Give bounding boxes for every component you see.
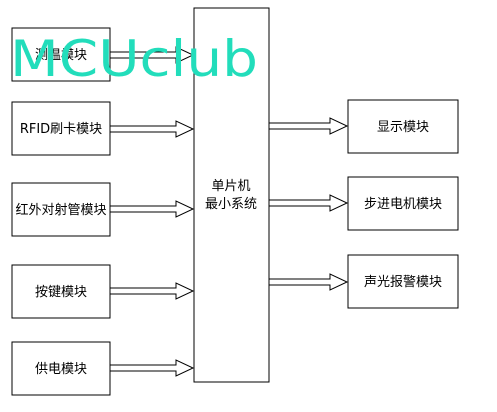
mcu-label-line1: 单片机 xyxy=(211,179,250,194)
input-module-rfid: RFID刷卡模块 xyxy=(11,101,111,156)
watermark-logo: MCUclub xyxy=(10,30,258,88)
arrow-temperature-to-mcu xyxy=(109,46,195,64)
input-module-keys: 按键模块 xyxy=(11,264,111,319)
arrow-infrared-to-mcu xyxy=(109,200,195,218)
output-module-display: 显示模块 xyxy=(347,99,459,154)
output-module-label: 步进电机模块 xyxy=(364,197,442,212)
input-module-infrared: 红外对射管模块 xyxy=(11,182,111,237)
output-module-alarm: 声光报警模块 xyxy=(347,254,459,309)
input-module-label: 按键模块 xyxy=(35,285,87,300)
arrow-mcu-to-alarm xyxy=(268,273,349,291)
output-module-label: 声光报警模块 xyxy=(364,274,442,290)
input-module-label: 供电模块 xyxy=(35,362,87,377)
mcu-label-line2: 最小系统 xyxy=(205,197,257,212)
arrow-keys-to-mcu xyxy=(109,282,195,300)
arrow-rfid-to-mcu xyxy=(109,120,195,138)
input-module-label: 测温模块 xyxy=(35,48,87,63)
input-module-label: RFID刷卡模块 xyxy=(20,122,102,137)
output-module-stepper: 步进电机模块 xyxy=(347,176,459,231)
mcu-minimum-system: 单片机 最小系统 xyxy=(193,7,270,383)
output-module-label: 显示模块 xyxy=(377,120,429,135)
input-module-power: 供电模块 xyxy=(11,341,111,396)
input-module-label: 红外对射管模块 xyxy=(15,202,106,218)
arrow-power-to-mcu xyxy=(109,359,195,377)
input-module-temperature: 测温模块 xyxy=(11,27,111,82)
arrow-mcu-to-stepper xyxy=(268,194,349,212)
arrow-mcu-to-display xyxy=(268,117,349,135)
